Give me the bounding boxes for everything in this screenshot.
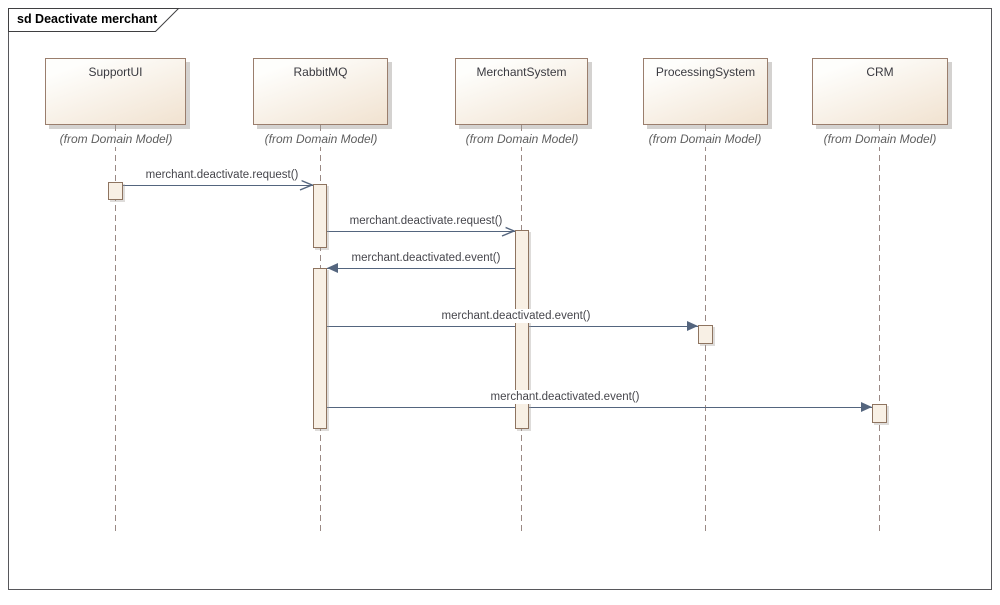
lifeline-name-rabbitmq: RabbitMQ (293, 65, 348, 79)
lifeline-stereotype-rabbitmq: (from Domain Model) (262, 132, 380, 147)
lifeline-stereotype-merchantsystem: (from Domain Model) (463, 132, 581, 147)
diagram-title-tab (8, 8, 180, 32)
message-1-line[interactable] (123, 185, 313, 187)
message-2-open-arrowhead-icon (501, 225, 515, 237)
activation-supportui[interactable] (108, 182, 123, 200)
activation-processingsystem[interactable] (698, 325, 713, 344)
message-4-line[interactable] (327, 326, 698, 328)
lifeline-stereotype-supportui: (from Domain Model) (57, 132, 175, 147)
diagram-title: sd Deactivate merchant (17, 12, 158, 26)
message-3-filled-arrowhead-icon (327, 263, 338, 273)
lifeline-head-rabbitmq[interactable]: RabbitMQ (253, 58, 388, 125)
lifeline-line-crm (879, 125, 880, 535)
lifeline-line-supportui (115, 125, 116, 535)
activation-rabbitmq-1[interactable] (313, 184, 327, 248)
message-5-filled-arrowhead-icon (861, 402, 872, 412)
message-5-line[interactable] (327, 407, 872, 409)
lifeline-name-processingsystem: ProcessingSystem (655, 65, 756, 79)
lifeline-stereotype-processingsystem: (from Domain Model) (646, 132, 764, 147)
message-3-label: merchant.deactivated.event() (348, 251, 504, 265)
message-1-label: merchant.deactivate.request() (142, 168, 302, 182)
message-4-label: merchant.deactivated.event() (438, 309, 594, 323)
activation-merchantsystem[interactable] (515, 230, 529, 429)
lifeline-name-merchantsystem: MerchantSystem (476, 65, 567, 79)
message-2-line[interactable] (327, 231, 515, 233)
message-4-filled-arrowhead-icon (687, 321, 698, 331)
lifeline-head-crm[interactable]: CRM (812, 58, 948, 125)
lifeline-name-crm: CRM (866, 65, 894, 79)
diagram-frame (8, 8, 992, 590)
activation-rabbitmq-2[interactable] (313, 268, 327, 429)
message-2-label: merchant.deactivate.request() (346, 214, 506, 228)
lifeline-name-supportui: SupportUI (88, 65, 143, 79)
message-5-label: merchant.deactivated.event() (487, 390, 643, 404)
lifeline-head-supportui[interactable]: SupportUI (45, 58, 186, 125)
lifeline-stereotype-crm: (from Domain Model) (821, 132, 939, 147)
lifeline-head-processingsystem[interactable]: ProcessingSystem (643, 58, 768, 125)
lifeline-head-merchantsystem[interactable]: MerchantSystem (455, 58, 588, 125)
message-3-line[interactable] (327, 268, 515, 270)
message-1-open-arrowhead-icon (299, 179, 313, 191)
activation-crm[interactable] (872, 404, 887, 423)
